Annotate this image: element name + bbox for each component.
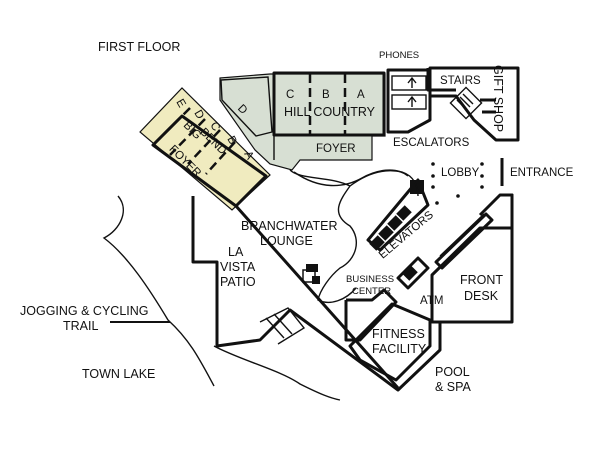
escalators-label: ESCALATORS [393, 137, 470, 149]
lobby-area[interactable]: LOBBY ENTRANCE [431, 158, 574, 217]
section-divider [151, 107, 191, 147]
patio-steps [259, 307, 306, 345]
jogging-label-line1: JOGGING & CYCLING [20, 304, 149, 318]
lobby-label: LOBBY [441, 167, 480, 179]
town-lake-label: TOWN LAKE [82, 367, 155, 381]
hill-country-section-a: A [357, 89, 365, 101]
hill-country-sections[interactable] [272, 71, 386, 137]
big-bend-fill [139, 87, 271, 211]
front-desk-area[interactable]: FRONT DESK [430, 193, 514, 324]
big-bend-sections[interactable] [151, 114, 268, 208]
jogging-label-line2: TRAIL [63, 319, 98, 333]
big-bend-ballroom[interactable]: E D C B A BIG BEND FOYER [139, 87, 271, 211]
diagonal-wall [234, 205, 400, 389]
shoreline [102, 195, 341, 401]
fitness-label-line2: FACILITY [372, 342, 427, 356]
section-divider [187, 129, 221, 165]
atm-label: ATM [420, 295, 443, 307]
stairs-icon [449, 86, 483, 120]
pool-label-line2: & SPA [435, 380, 472, 394]
fitness-label-line1: FITNESS [372, 327, 425, 341]
section-divider [169, 118, 206, 156]
stairs-label: STAIRS [440, 75, 481, 87]
la-vista-label-line1: LA [228, 245, 244, 259]
map-title: FIRST FLOOR [98, 40, 180, 54]
stairs-giftshop[interactable]: STAIRS GIFT SHOP [426, 65, 520, 142]
bar-icon [302, 264, 320, 284]
hill-country-section-d[interactable] [220, 76, 273, 137]
front-desk-label-line1: FRONT [460, 273, 503, 287]
business-center-label-line2: CENTER [352, 286, 391, 297]
building-outline [191, 196, 442, 392]
hill-country-ballroom[interactable]: D C B A HILL COUNTRY FOYER [219, 71, 386, 171]
hill-country-foyer-label: FOYER [316, 143, 356, 155]
pool-label-line1: POOL [435, 365, 470, 379]
branchwater-label-line1: BRANCHWATER [241, 219, 338, 233]
escalator-up-arrow-icon [407, 95, 417, 107]
phones-area[interactable]: PHONES [379, 50, 432, 134]
gift-shop-label: GIFT SHOP [491, 65, 505, 132]
hill-country-section-b: B [322, 89, 330, 101]
la-vista-label-line2: VISTA [220, 260, 256, 274]
la-vista-label-line3: PATIO [220, 275, 256, 289]
entrance-label: ENTRANCE [510, 167, 574, 179]
escalator-up-arrow-icon [407, 76, 417, 88]
phones-label: PHONES [379, 50, 419, 61]
business-center[interactable]: BUSINESS CENTER [344, 274, 398, 342]
front-desk-label-line2: DESK [464, 289, 499, 303]
elevators[interactable]: ELEVATORS [366, 178, 436, 261]
fitness-facility[interactable]: FITNESS FACILITY [348, 302, 432, 382]
atm-area[interactable]: ATM [396, 256, 443, 307]
branchwater-label-line2: LOUNGE [260, 234, 313, 248]
escalators-block[interactable] [386, 68, 432, 134]
hill-country-section-c: C [286, 89, 294, 101]
business-center-label-line1: BUSINESS [346, 274, 394, 285]
hill-country-label: HILL COUNTRY [284, 105, 376, 119]
section-divider [205, 141, 236, 175]
